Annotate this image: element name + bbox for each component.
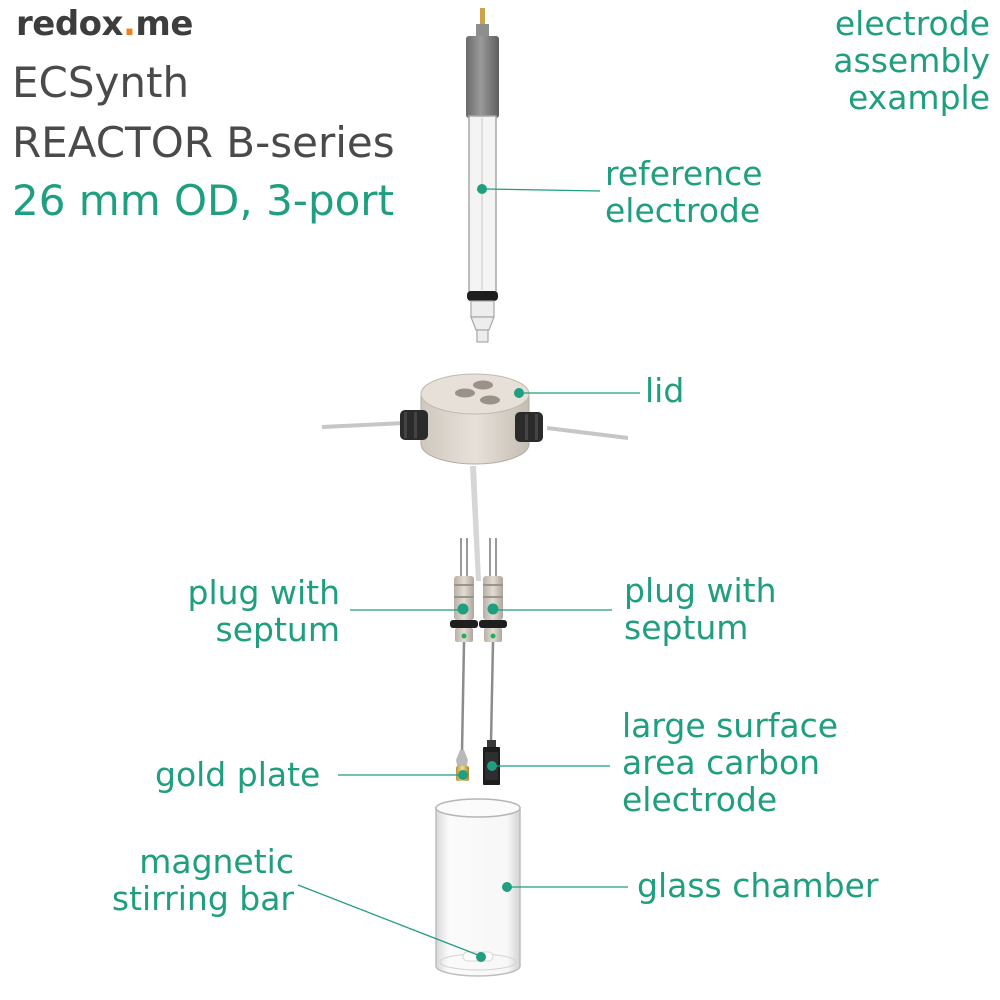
label-glass-chamber: glass chamber <box>637 868 878 905</box>
carbon-electrode-illustration <box>483 740 500 785</box>
spec-subtitle: 26 mm OD, 3-port <box>12 180 394 222</box>
label-plug-right: plug with septum <box>624 573 776 647</box>
logo-prefix: redox <box>16 4 123 44</box>
lid-illustration <box>322 374 628 581</box>
redoxme-logo: redox.me <box>16 4 193 44</box>
gold-plate-illustration <box>456 750 469 781</box>
label-gold-plate: gold plate <box>155 757 320 794</box>
glass-chamber-illustration <box>436 799 520 976</box>
logo-suffix: me <box>135 4 193 44</box>
plug-left-illustration <box>450 538 478 752</box>
label-stirring-bar: magnetic stirring bar <box>112 844 294 918</box>
label-carbon-electrode: large surface area carbon electrode <box>622 708 838 819</box>
product-line-title: ECSynth <box>12 62 189 104</box>
label-lid: lid <box>645 373 684 410</box>
series-title: REACTOR B-series <box>12 122 395 164</box>
reference-electrode-illustration <box>466 8 499 342</box>
plug-right-illustration <box>479 538 507 742</box>
label-reference-electrode: reference electrode <box>605 156 763 230</box>
corner-note: electrode assembly example <box>833 6 990 117</box>
label-plug-left: plug with septum <box>188 575 340 649</box>
logo-dot: . <box>123 4 135 44</box>
leader-reference <box>486 189 600 191</box>
